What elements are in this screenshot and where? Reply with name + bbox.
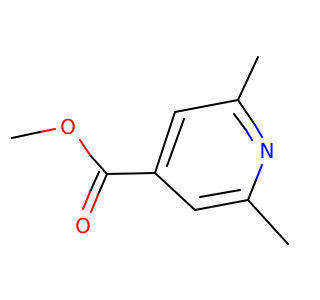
bond-carbonyl-o-1-o [90,194,99,213]
bond-n1-c6-n [255,164,263,181]
bond-oether-methyl [11,131,41,139]
bond-c2-n1-inner-n [245,129,253,141]
bond-carbonyl-o-2-o [82,191,91,210]
bond-n1-c6 [247,179,257,201]
bond-c6-methyl [247,199,289,245]
bond-c4-carbonyl [106,172,156,175]
bond-c4-c3-inner [166,118,185,167]
atom-label-n: N [260,139,275,163]
bond-oether-methyl-o [39,128,56,133]
bond-c5-c4 [154,172,196,211]
atom-label-o-ether: O [60,115,76,139]
ester-group [11,128,156,213]
molecule-structure: N O O [11,56,289,245]
bond-c3-c2 [174,99,239,113]
bond-carbonyl-oether-o [79,139,91,156]
atom-label-o-carbonyl: O [75,214,91,238]
bond-c2-n1-outer [237,99,256,126]
bond-c2-n1-outer-n [254,124,263,138]
bond-carbonyl-o-2 [89,171,100,193]
bond-c2-methyl [237,56,259,101]
pyridine-ring [154,99,263,211]
bond-carbonyl-o-1 [97,173,108,196]
bond-c2-n1-inner [233,113,247,131]
bond-c4-c3 [154,111,176,174]
bond-c6-c5-inner [199,189,241,198]
bond-carbonyl-oether [89,154,108,175]
bond-c6-c5 [194,199,249,211]
